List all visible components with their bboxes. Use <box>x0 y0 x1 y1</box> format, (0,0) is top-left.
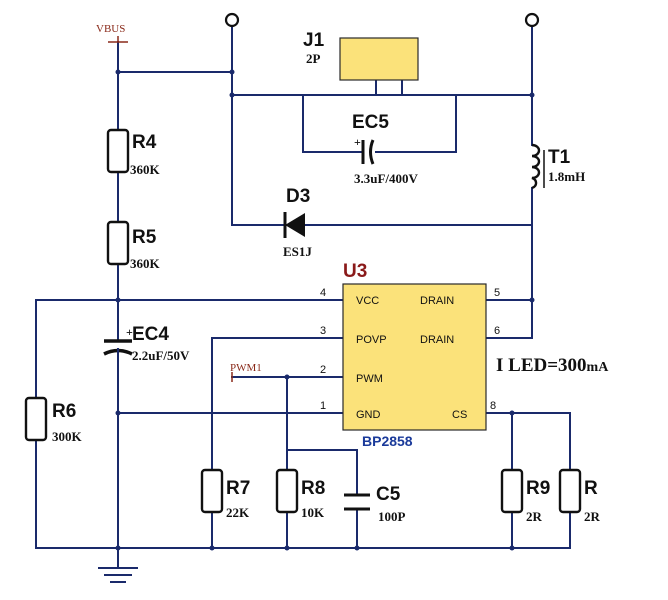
ec5-value: 3.3uF/400V <box>354 171 419 186</box>
u3-pin4-name: VCC <box>356 295 379 307</box>
resistor-r5: R5 360K <box>106 220 161 271</box>
u3-pin3-num: 3 <box>320 325 326 337</box>
c5-ref: C5 <box>376 484 401 505</box>
r10-value: 2R <box>584 509 601 524</box>
r9-value: 2R <box>526 509 543 524</box>
c5-value: 100P <box>378 509 406 524</box>
r7-value: 22K <box>226 505 250 520</box>
u3-pin6-num: 6 <box>494 325 500 337</box>
r5-value: 360K <box>130 256 161 271</box>
vbus-label: VBUS <box>96 23 125 35</box>
capacitor-ec4: + EC4 2.2uF/50V <box>103 324 190 363</box>
pwm-net-label: PWM1 <box>230 362 262 374</box>
u3-pin1-name: GND <box>356 409 381 421</box>
capacitor-c5: C5 100P <box>344 484 406 524</box>
connector-j1-body <box>339 37 419 81</box>
r4-ref: R4 <box>132 132 157 153</box>
wires <box>35 27 571 561</box>
u3-pin8-num: 8 <box>490 400 496 412</box>
resistor-r6: R6 300K <box>24 396 83 444</box>
r9-ref: R9 <box>526 478 550 499</box>
u3-pin1-num: 1 <box>320 400 326 412</box>
svg-text:+: + <box>354 135 361 149</box>
d3-ref: D3 <box>286 186 310 207</box>
resistor-r4: R4 360K <box>106 128 161 177</box>
r5-ref: R5 <box>132 227 157 248</box>
junction-dots <box>115 69 535 551</box>
vbus-net: VBUS <box>96 23 128 43</box>
iled-annotation: I LED=300mA <box>496 355 609 376</box>
inductor-t1: T1 1.8mH <box>531 143 585 190</box>
iled-main: I LED=300 <box>496 355 587 376</box>
u3-pin2-num: 2 <box>320 364 326 376</box>
ec4-ref: EC4 <box>132 324 169 345</box>
diode-d3: D3 ES1J <box>283 186 312 259</box>
terminal-left-icon <box>224 12 240 28</box>
u3-pin5-name: DRAIN <box>420 295 454 307</box>
r6-ref: R6 <box>52 401 76 422</box>
capacitor-ec5: + EC5 3.3uF/400V <box>352 112 419 186</box>
j1-value: 2P <box>306 51 321 66</box>
t1-ref: T1 <box>548 147 571 168</box>
u3-pin2-name: PWM <box>356 373 383 385</box>
svg-text:I LED=300mA: I LED=300mA <box>496 355 609 376</box>
j1-ref: J1 <box>303 30 325 51</box>
r10-ref: R <box>584 478 598 499</box>
ec4-value: 2.2uF/50V <box>132 348 190 363</box>
r8-ref: R8 <box>301 478 325 499</box>
connector-j1: J1 2P <box>303 30 419 81</box>
r4-value: 360K <box>130 162 161 177</box>
svg-text:+: + <box>126 325 133 339</box>
u3-pin4-num: 4 <box>320 287 326 299</box>
ground-icon <box>98 547 138 583</box>
u3-pin8-name: CS <box>452 409 467 421</box>
u3-pin5-num: 5 <box>494 287 500 299</box>
r8-value: 10K <box>301 505 325 520</box>
r6-value: 300K <box>52 429 83 444</box>
u3-ref: U3 <box>343 261 367 282</box>
terminal-right-icon <box>524 12 540 28</box>
ic-u3: U3 BP2858 4 VCC 3 POVP 2 PWM 1 GND 5 DRA… <box>320 261 500 449</box>
u3-pin6-name: DRAIN <box>420 334 454 346</box>
u3-part: BP2858 <box>362 433 413 449</box>
ic-u3-body <box>342 283 487 431</box>
r7-ref: R7 <box>226 478 250 499</box>
resistor-r9: R9 2R <box>500 468 550 524</box>
resistor-r10: R 2R <box>558 468 601 524</box>
resistor-r7: R7 22K <box>200 468 250 520</box>
ec5-ref: EC5 <box>352 112 389 133</box>
pwm-net: PWM1 <box>230 362 262 382</box>
d3-value: ES1J <box>283 244 312 259</box>
input-terminals <box>224 12 540 28</box>
t1-value: 1.8mH <box>548 169 585 184</box>
resistor-r8: R8 10K <box>275 468 325 520</box>
iled-unit: mA <box>587 360 610 375</box>
u3-pin3-name: POVP <box>356 334 387 346</box>
